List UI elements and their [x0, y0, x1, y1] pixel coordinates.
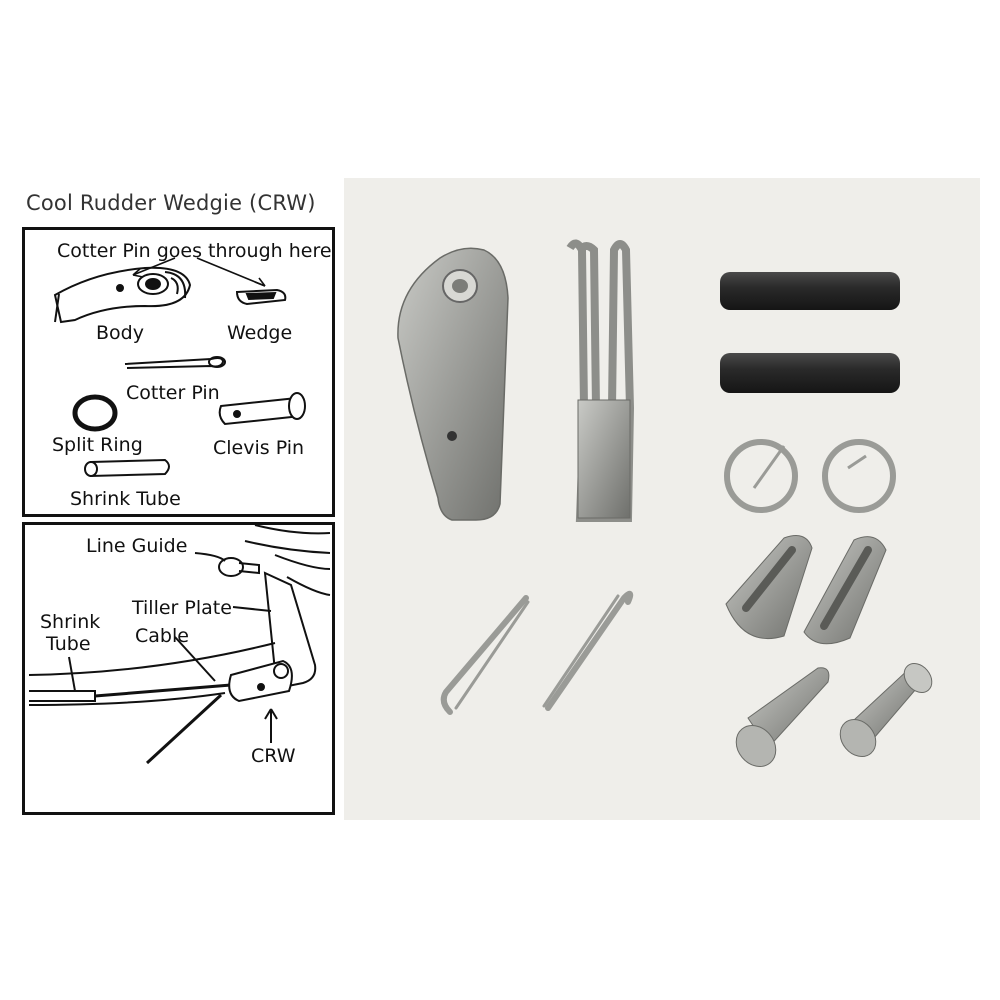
line-guide-ring: [218, 557, 244, 577]
crw-label: CRW: [251, 745, 296, 767]
install-crw-pin: [273, 663, 289, 679]
cotter-pin-drawing: [124, 356, 226, 369]
install-shrink-label-1: Shrink: [40, 611, 101, 633]
photo-cotter-pin-2: [545, 590, 634, 711]
hull-line-4: [286, 576, 331, 596]
install-shrink-label-2: Tube: [46, 633, 91, 655]
line-guide-pointer: [194, 552, 226, 562]
photo-wedges: [725, 535, 887, 645]
cotter-pin-label: Cotter Pin: [126, 382, 220, 404]
line-guide-label: Line Guide: [86, 535, 188, 557]
photo-shrink-tube-2: [720, 353, 900, 393]
cable-line: [94, 683, 232, 698]
parts-panel: Cotter Pin goes through here Body Wedge …: [22, 227, 335, 517]
split-ring-label: Split Ring: [52, 434, 143, 456]
photo-clevis-pins: [735, 663, 933, 767]
hull-line-3: [274, 554, 331, 570]
split-ring-drawing: [72, 394, 118, 432]
parts-illustration: [53, 257, 306, 478]
wedge-label: Wedge: [227, 322, 293, 344]
install-crw-body: [228, 659, 293, 703]
parts-photo-drawing: [397, 239, 933, 767]
install-illustration: [28, 525, 331, 765]
photo-cotter-pins: [440, 590, 634, 715]
photo-cotter-pin-1: [440, 595, 529, 715]
tiller-plate-label: Tiller Plate: [132, 597, 232, 619]
photo-body: [397, 247, 509, 521]
install-panel: Line Guide Tiller Plate Cable Shrink Tub…: [22, 522, 335, 815]
body-label: Body: [96, 322, 144, 344]
hull-line-2: [244, 540, 331, 554]
callout-arrows: [132, 257, 266, 287]
parts-photo: [344, 178, 980, 820]
cable-label: Cable: [135, 625, 189, 647]
photo-split-rings: [724, 439, 896, 513]
shrink-tube-label: Shrink Tube: [70, 488, 181, 510]
tail-line: [145, 693, 223, 765]
callout-label: Cotter Pin goes through here: [57, 240, 332, 262]
photo-split-ring-2: [822, 439, 896, 513]
tiller-plate-pointer: [232, 606, 272, 612]
line-guide-stem: [238, 562, 260, 575]
photo-split-ring-1: [724, 439, 798, 513]
wedge-drawing: [235, 288, 287, 306]
body-drawing: [53, 266, 192, 324]
shrink-tube-drawing: [84, 458, 170, 478]
hull-line-1: [254, 525, 331, 535]
photo-shrink-tube-1: [720, 272, 900, 310]
diagram-title: Cool Rudder Wedgie (CRW): [26, 191, 316, 215]
install-shrink-tube: [29, 690, 96, 702]
clevis-pin-label: Clevis Pin: [213, 437, 305, 459]
hull-lower: [28, 692, 226, 706]
hull-upper: [28, 642, 276, 676]
photo-clevis-bracket: [566, 239, 635, 522]
clevis-pin-drawing: [218, 392, 306, 426]
